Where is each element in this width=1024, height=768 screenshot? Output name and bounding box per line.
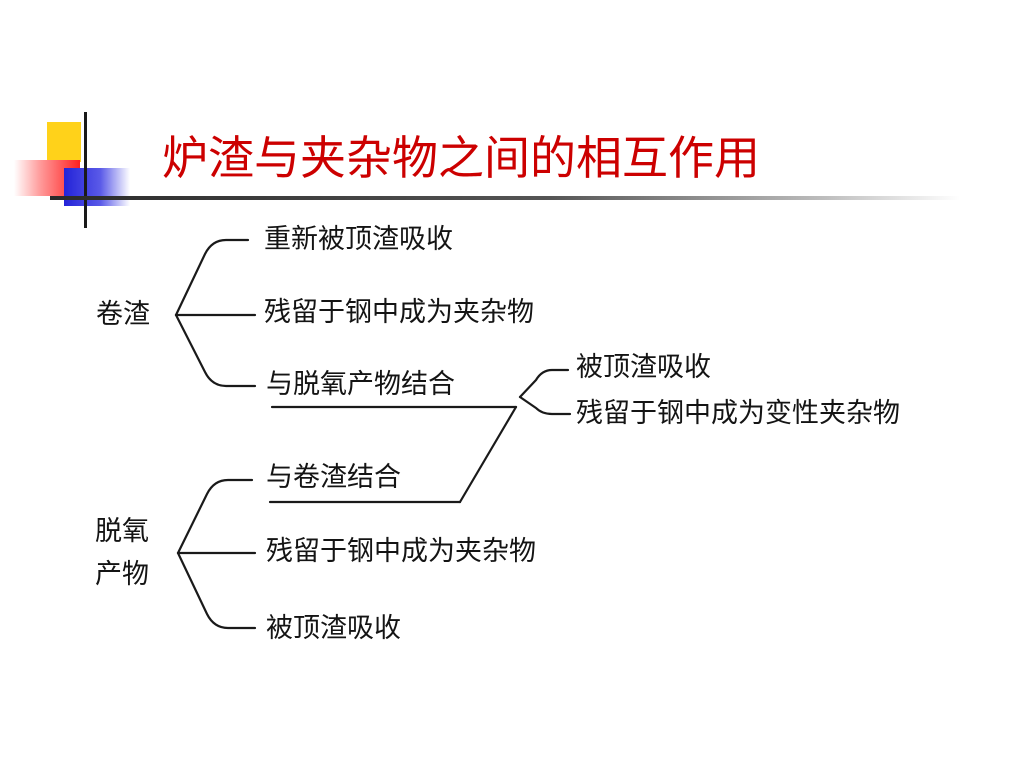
root-slag-entrapment: 卷渣 [96, 299, 150, 330]
branch-combine-with-deoxidation-products: 与脱氧产物结合 [266, 369, 455, 400]
bracket-slag-lower [174, 313, 257, 388]
bracket-deox-lower [176, 551, 257, 630]
outcome-remain-as-modified-inclusion: 残留于钢中成为变性夹杂物 [576, 398, 900, 429]
slide-title: 炉渣与夹杂物之间的相互作用 [162, 131, 760, 185]
branch-reabsorbed-by-top-slag: 重新被顶渣吸收 [264, 224, 453, 255]
branch-remain-as-inclusion: 残留于钢中成为夹杂物 [264, 297, 534, 328]
combine-diagonal [458, 405, 518, 504]
title-underline-rule [50, 196, 960, 200]
bracket-deox-upper [176, 478, 254, 555]
root-deoxidation-line1: 脱氧 [95, 516, 149, 547]
root-deoxidation-line2: 产物 [95, 559, 149, 590]
branch-absorbed-by-top-slag: 被顶渣吸收 [266, 613, 401, 644]
outcome-absorbed-by-top-slag: 被顶渣吸收 [576, 352, 711, 383]
branch-remain-as-inclusion-2: 残留于钢中成为夹杂物 [266, 536, 536, 567]
bracket-combined-lower [518, 395, 572, 416]
yellow-square-decoration [47, 122, 81, 162]
vertical-line-decoration [84, 112, 87, 228]
branch-combine-with-slag: 与卷渣结合 [266, 462, 401, 493]
bracket-combined-upper [518, 368, 570, 399]
bracket-slag-upper [174, 238, 250, 317]
